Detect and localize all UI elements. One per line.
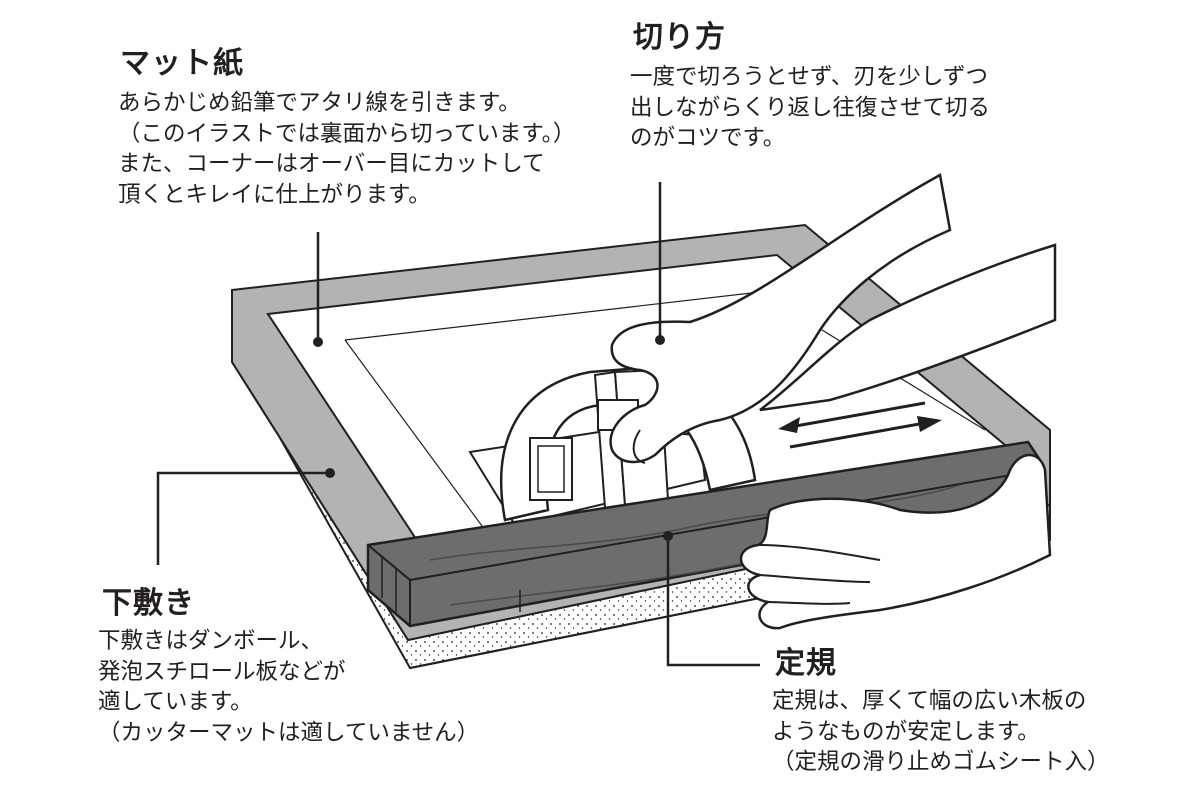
- leader-base: [156, 468, 335, 565]
- lower-hand: [739, 453, 1052, 630]
- cut-line: 一度で切ろうとせず、刃を少しずつ: [630, 64, 988, 90]
- ruler-line: 定規は、厚くて幅の広い木板の: [772, 688, 1087, 714]
- mat-line: また、コーナーはオーバー目にカットして: [118, 151, 545, 177]
- ruler-line: ようなものが安定します。: [772, 718, 1040, 745]
- base-line: 適しています。: [98, 689, 253, 715]
- base-line: 下敷きはダンボール、: [98, 628, 324, 654]
- cut-title: 切り方: [633, 20, 726, 55]
- base-line: 発泡スチロール板などが: [98, 658, 346, 685]
- wooden-ruler: [366, 440, 1042, 628]
- upper-hand: [609, 173, 1057, 464]
- base-line: （カッターマットは適していません）: [98, 719, 480, 746]
- ruler-description: 定規は、厚くて幅の広い木板の ようなものが安定します。 （定規の滑り止めゴムシー…: [772, 686, 1110, 778]
- leader-ruler: [663, 531, 760, 667]
- mat-title: マット紙: [120, 46, 244, 81]
- mat-line: あらかじめ鉛筆でアタリ線を引きます。: [118, 90, 521, 116]
- mat-description: あらかじめ鉛筆でアタリ線を引きます。 （このイラストでは裏面から切っています。）…: [118, 88, 575, 210]
- base-title: 下敷き: [102, 586, 195, 621]
- base-description: 下敷きはダンボール、 発泡スチロール板などが 適しています。 （カッターマットは…: [98, 626, 479, 748]
- mat-line: 頂くとキレイに仕上がります。: [118, 181, 431, 208]
- mat-line: （このイラストでは裏面から切っています。）: [118, 120, 576, 147]
- cut-description: 一度で切ろうとせず、刃を少しずつ 出しながらくり返し往復させて切る のがコツです…: [630, 62, 990, 154]
- leader-mat: [313, 232, 323, 347]
- ruler-line: （定規の滑り止めゴムシート入）: [772, 749, 1110, 775]
- leader-cut: [655, 182, 665, 345]
- cut-line: のがコツです。: [630, 125, 786, 151]
- ruler-title: 定規: [775, 646, 837, 681]
- cut-line: 出しながらくり返し往復させて切る: [630, 94, 991, 121]
- back-and-forth-arrow-icon: [778, 401, 942, 449]
